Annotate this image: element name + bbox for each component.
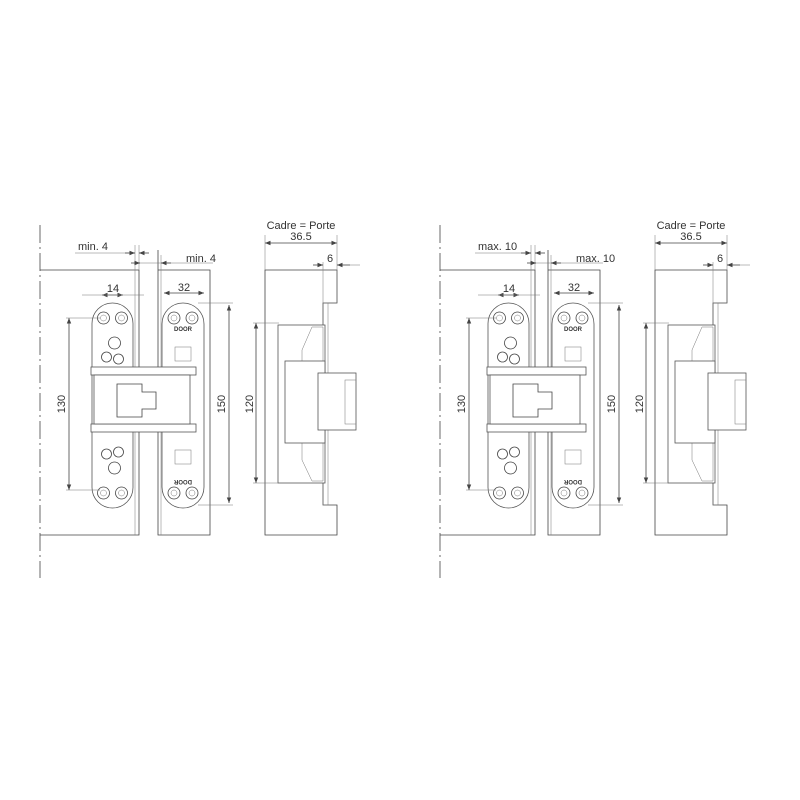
hinge-arm-bottom: [90, 423, 197, 433]
adjust-cam-bottom-2: [101, 448, 112, 460]
adjuster-bottom: [564, 449, 582, 465]
screw-hole-inner: [578, 314, 586, 322]
adjuster-top: [174, 346, 192, 362]
screw-hole-inner: [560, 489, 568, 497]
screw-hole-inner: [118, 489, 125, 497]
screw-hole-icon: [557, 311, 571, 325]
section-arm-end: [344, 379, 357, 425]
screw-hole-icon: [575, 311, 589, 325]
adjust-cam-top-2: [101, 351, 112, 363]
screw-hole-inner: [100, 314, 107, 322]
section-title: Cadre = Porte: [267, 220, 336, 232]
screw-hole-icon: [493, 486, 506, 500]
screw-hole-inner: [188, 314, 196, 322]
adjust-cam-bottom-3: [113, 446, 124, 458]
dim-130-label: 130: [456, 395, 468, 413]
gap-label-2: max. 10: [576, 253, 615, 265]
dim-14-label: 14: [107, 283, 119, 295]
adjust-cam-top: [108, 336, 121, 350]
screw-hole-inner: [170, 489, 178, 497]
dim-6-label: 6: [327, 253, 333, 265]
screw-hole-inner: [170, 314, 178, 322]
section-housing: [301, 326, 324, 482]
hinge-arm-top: [90, 366, 197, 376]
hinge-body: [489, 374, 581, 425]
door-marking-flipped: DOOR: [563, 478, 582, 484]
dim-36-5-label: 36.5: [680, 231, 701, 243]
screw-hole-icon: [185, 311, 199, 325]
dim-150-label: 150: [216, 395, 228, 413]
section-arm-end: [734, 379, 747, 425]
door-marking: DOOR: [174, 327, 193, 333]
adjust-cam-bottom: [108, 461, 121, 475]
adjust-cam-top-3: [509, 353, 520, 365]
section-arm: [707, 372, 747, 431]
screw-hole-icon: [97, 486, 110, 500]
adjuster-bottom: [174, 449, 192, 465]
hinge-link: [512, 383, 553, 418]
dim-32-label: 32: [568, 282, 580, 294]
adjust-cam-bottom-2: [497, 448, 508, 460]
section-housing: [691, 326, 714, 482]
screw-hole-icon: [575, 486, 589, 500]
dim-120-label: 120: [634, 395, 646, 413]
dim-150-label: 150: [606, 395, 618, 413]
door-outline: [547, 250, 601, 536]
gap-label-2: min. 4: [186, 253, 216, 265]
adjuster-top: [564, 346, 582, 362]
hinge-panel-1: min. 4 min. 4 DOOR DOOR 14 32 130 150 120 36.5Cad…: [39, 220, 360, 578]
screw-hole-inner: [578, 489, 586, 497]
screw-hole-inner: [496, 489, 503, 497]
section-arm: [317, 372, 357, 431]
adjust-cam-bottom: [504, 461, 517, 475]
dim-36-5-label: 36.5: [290, 231, 311, 243]
dim-120-label: 120: [244, 395, 256, 413]
adjust-cam-top-3: [113, 353, 124, 365]
door-outline: [157, 250, 211, 536]
gap-label-1: min. 4: [78, 241, 108, 253]
hinge-link: [116, 383, 157, 418]
dim-14-label: 14: [503, 283, 515, 295]
screw-hole-icon: [115, 311, 128, 325]
screw-hole-icon: [185, 486, 199, 500]
hinge-panel-2: max. 10 max. 10 DOOR DOOR 14 32 130 150 120 36.5C…: [439, 220, 750, 578]
door-marking-flipped: DOOR: [173, 478, 192, 484]
adjust-cam-bottom-3: [509, 446, 520, 458]
screw-hole-inner: [560, 314, 568, 322]
screw-hole-icon: [115, 486, 128, 500]
screw-hole-inner: [100, 489, 107, 497]
hinge-arm-top: [486, 366, 587, 376]
screw-hole-icon: [511, 486, 524, 500]
screw-hole-inner: [496, 314, 503, 322]
screw-hole-icon: [167, 311, 181, 325]
dim-130-label: 130: [56, 395, 68, 413]
adjust-cam-top: [504, 336, 517, 350]
screw-hole-icon: [511, 311, 524, 325]
door-marking: DOOR: [564, 327, 583, 333]
hinge-arm-bottom: [486, 423, 587, 433]
dim-32-label: 32: [178, 282, 190, 294]
adjust-cam-top-2: [497, 351, 508, 363]
screw-hole-icon: [557, 486, 571, 500]
screw-hole-icon: [167, 486, 181, 500]
gap-label-1: max. 10: [478, 241, 517, 253]
screw-hole-inner: [188, 489, 196, 497]
screw-hole-inner: [118, 314, 125, 322]
dim-6-label: 6: [717, 253, 723, 265]
screw-hole-inner: [514, 489, 521, 497]
section-title: Cadre = Porte: [657, 220, 726, 232]
screw-hole-inner: [514, 314, 521, 322]
